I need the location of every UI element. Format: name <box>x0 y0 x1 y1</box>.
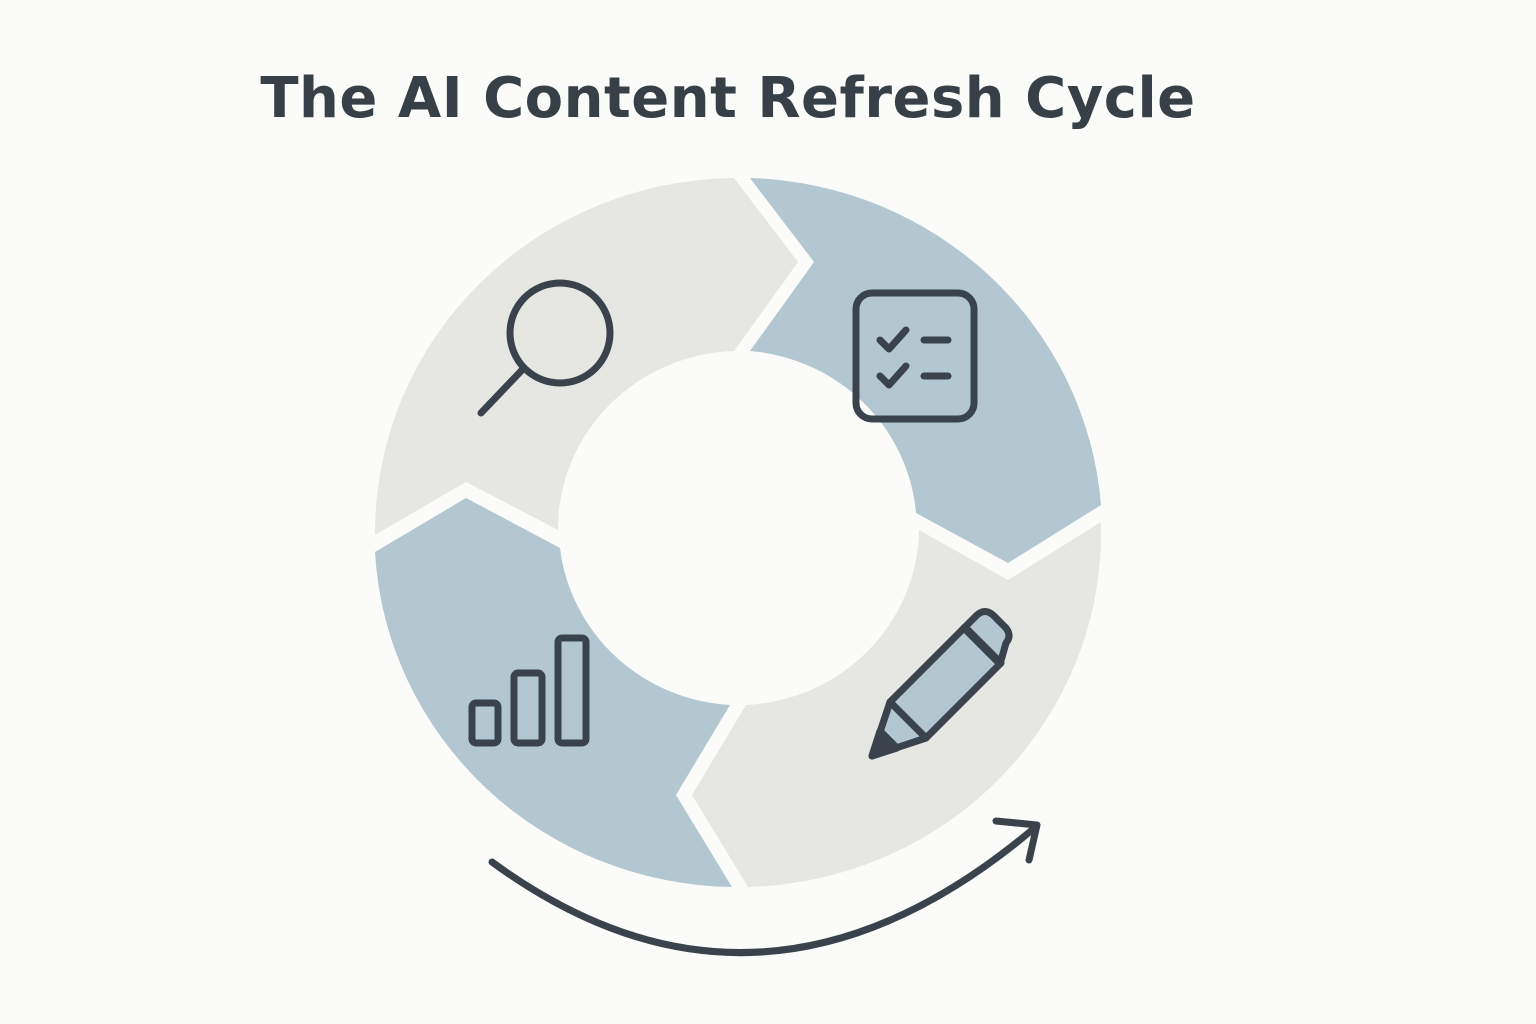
segment-measure <box>375 498 732 887</box>
cycle-ring <box>374 178 1102 887</box>
search-icon <box>477 279 614 417</box>
cycle-arrow-icon <box>488 817 1041 957</box>
pencil-icon <box>868 608 1013 760</box>
bar-chart-icon <box>468 634 590 747</box>
checklist-icon <box>852 289 978 423</box>
diagram-title: The AI Content Refresh Cycle <box>260 66 1196 131</box>
segment-research <box>374 178 798 535</box>
segment-plan <box>750 178 1101 563</box>
